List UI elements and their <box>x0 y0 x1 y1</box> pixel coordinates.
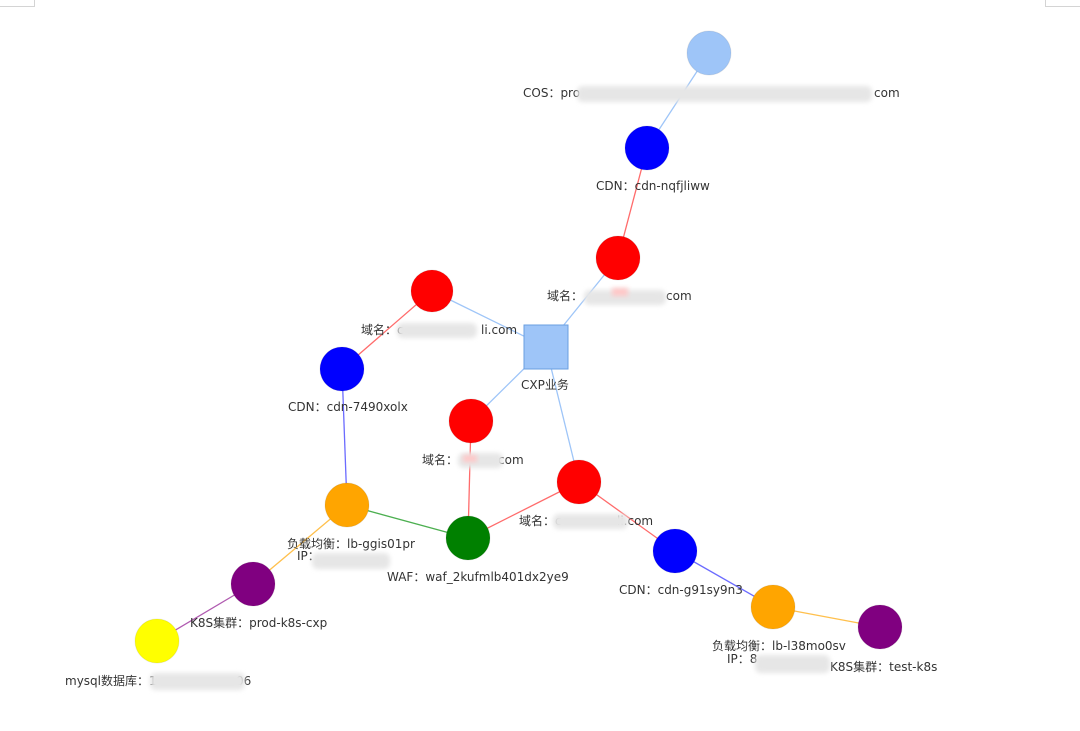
node-label-tail-dom2: li.com <box>481 323 517 337</box>
node-cdn2[interactable] <box>319 346 365 392</box>
node-cdn1[interactable] <box>624 125 670 171</box>
node-label2-lb2: IP：8 <box>727 652 757 666</box>
node-label-lb1: 负载均衡：lb-ggis01pr <box>287 537 415 551</box>
node-mysql[interactable] <box>134 618 180 664</box>
node-layer <box>134 30 903 664</box>
node-k8s1[interactable] <box>230 561 276 607</box>
node-label-lb2: 负载均衡：lb-l38mo0sv <box>712 639 846 653</box>
redaction-blur <box>150 673 245 690</box>
edge-layer <box>156 52 881 642</box>
node-label-dom1: 域名： <box>547 288 583 303</box>
node-label-cxp: CXP业务 <box>521 377 569 392</box>
node-label-dom4: 域名：c <box>519 513 562 528</box>
edge-cdn2-lb1 <box>341 368 348 506</box>
node-dom2[interactable] <box>410 269 454 313</box>
node-label-k8s1: K8S集群：prod-k8s-cxp <box>190 615 327 630</box>
redaction-blur <box>312 553 390 569</box>
node-k8s2[interactable] <box>857 604 903 650</box>
redaction-blur <box>463 455 477 462</box>
node-dom3[interactable] <box>448 398 494 444</box>
page-corner-left <box>0 0 35 7</box>
redaction-blur <box>755 655 830 673</box>
node-label-waf: WAF：waf_2kufmlb401dx2ye9 <box>387 570 569 584</box>
node-label-tail-cos: com <box>874 86 900 100</box>
node-label-mysql: mysql数据库：1 <box>65 673 157 688</box>
page-corner-right <box>1045 0 1080 7</box>
node-lb1[interactable] <box>324 482 370 528</box>
redaction-blur <box>397 323 477 338</box>
node-lb2[interactable] <box>750 584 796 630</box>
node-label-cdn1: CDN：cdn-nqfjliww <box>596 179 710 193</box>
node-label-dom2: 域名：c <box>361 322 404 337</box>
node-cos[interactable] <box>686 30 732 76</box>
node-label-dom3: 域名： <box>422 452 458 467</box>
node-cdn3[interactable] <box>652 528 698 574</box>
redaction-blur <box>553 514 628 529</box>
node-label-tail-dom3: com <box>498 453 524 467</box>
node-label-k8s2: K8S集群：test-k8s <box>830 659 937 674</box>
node-label-tail-dom1: com <box>666 289 692 303</box>
node-label-cos: COS：pro <box>523 86 580 100</box>
redaction-blur <box>577 86 872 102</box>
node-dom1[interactable] <box>595 235 641 281</box>
node-label-cdn2: CDN：cdn-7490xolx <box>288 400 408 414</box>
node-cxp[interactable] <box>523 324 569 370</box>
node-waf[interactable] <box>445 515 491 561</box>
redaction-blur <box>584 290 666 305</box>
node-dom4[interactable] <box>556 459 602 505</box>
node-label-cdn3: CDN：cdn-g91sy9n3 <box>619 583 743 597</box>
redaction-blur <box>612 288 628 296</box>
